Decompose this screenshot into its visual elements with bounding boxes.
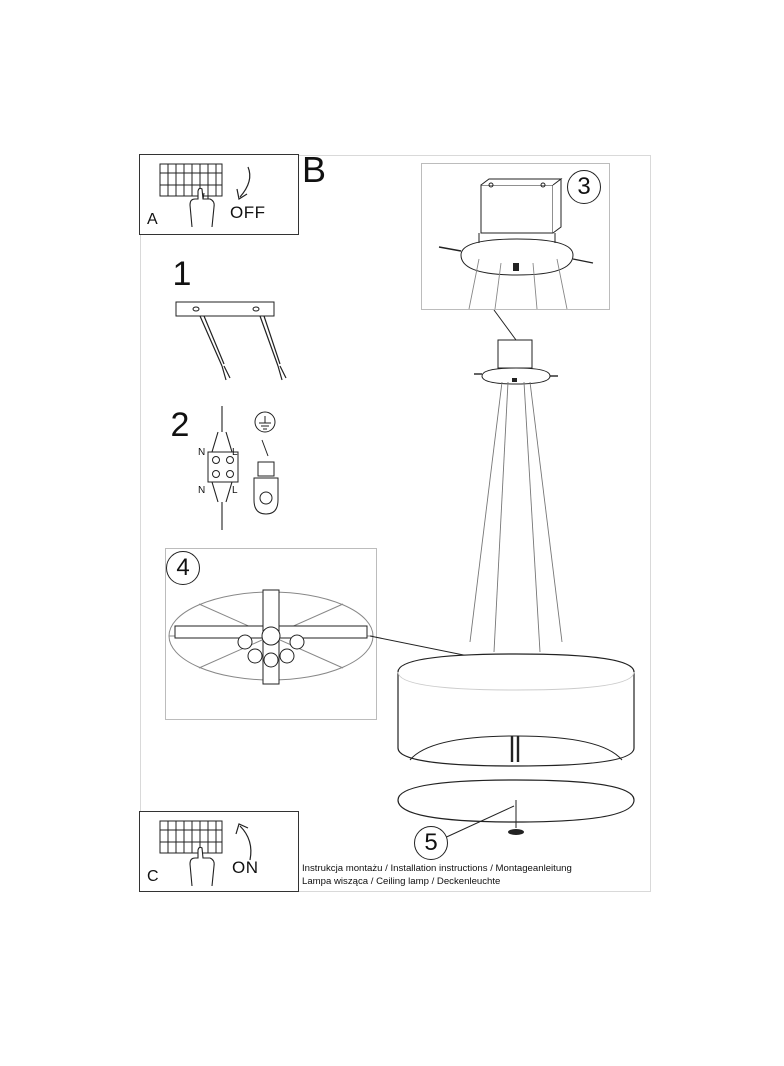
panel-c-switch-on: C ON — [139, 811, 299, 892]
footer-line-2: Lampa wisząca / Ceiling lamp / Deckenleu… — [302, 876, 501, 887]
terminal-label-l-bottom: L — [232, 485, 238, 496]
section-b-label: B — [302, 149, 327, 190]
instruction-sheet — [140, 155, 651, 892]
panel-a-switch-off: A OFF — [139, 154, 299, 235]
panel-a-action: OFF — [230, 203, 266, 222]
breaker-box-icon — [159, 820, 252, 887]
hand-icon — [189, 846, 215, 887]
hand-icon — [189, 187, 215, 228]
pendant-lamp-drawing — [397, 309, 635, 841]
step-1-ceiling-bracket — [175, 301, 287, 381]
step-2-terminal-block — [207, 406, 239, 530]
panel-c-letter: C — [147, 868, 159, 885]
step-4-lamp-body — [168, 589, 374, 685]
terminal-label-n-top: N — [198, 447, 206, 458]
panel-a-letter: A — [147, 211, 158, 228]
arrow-down-icon — [236, 166, 251, 200]
panel-c-action: ON — [232, 858, 259, 877]
footer-line-1: Instrukcja montażu / Installation instru… — [302, 863, 572, 874]
step-3-canopy-detail — [438, 178, 594, 310]
step-2-badge: 2 — [170, 406, 190, 444]
terminal-label-n-bottom: N — [198, 485, 206, 496]
terminal-label-l-top: L — [232, 447, 238, 458]
step-1-badge: 1 — [172, 255, 192, 293]
step-3-badge: 3 — [567, 170, 601, 204]
ground-terminal-icon — [253, 411, 279, 515]
breaker-box-icon — [159, 163, 251, 228]
step-4-badge: 4 — [166, 551, 200, 585]
arrow-up-icon — [235, 823, 252, 861]
step-5-badge: 5 — [414, 826, 448, 860]
